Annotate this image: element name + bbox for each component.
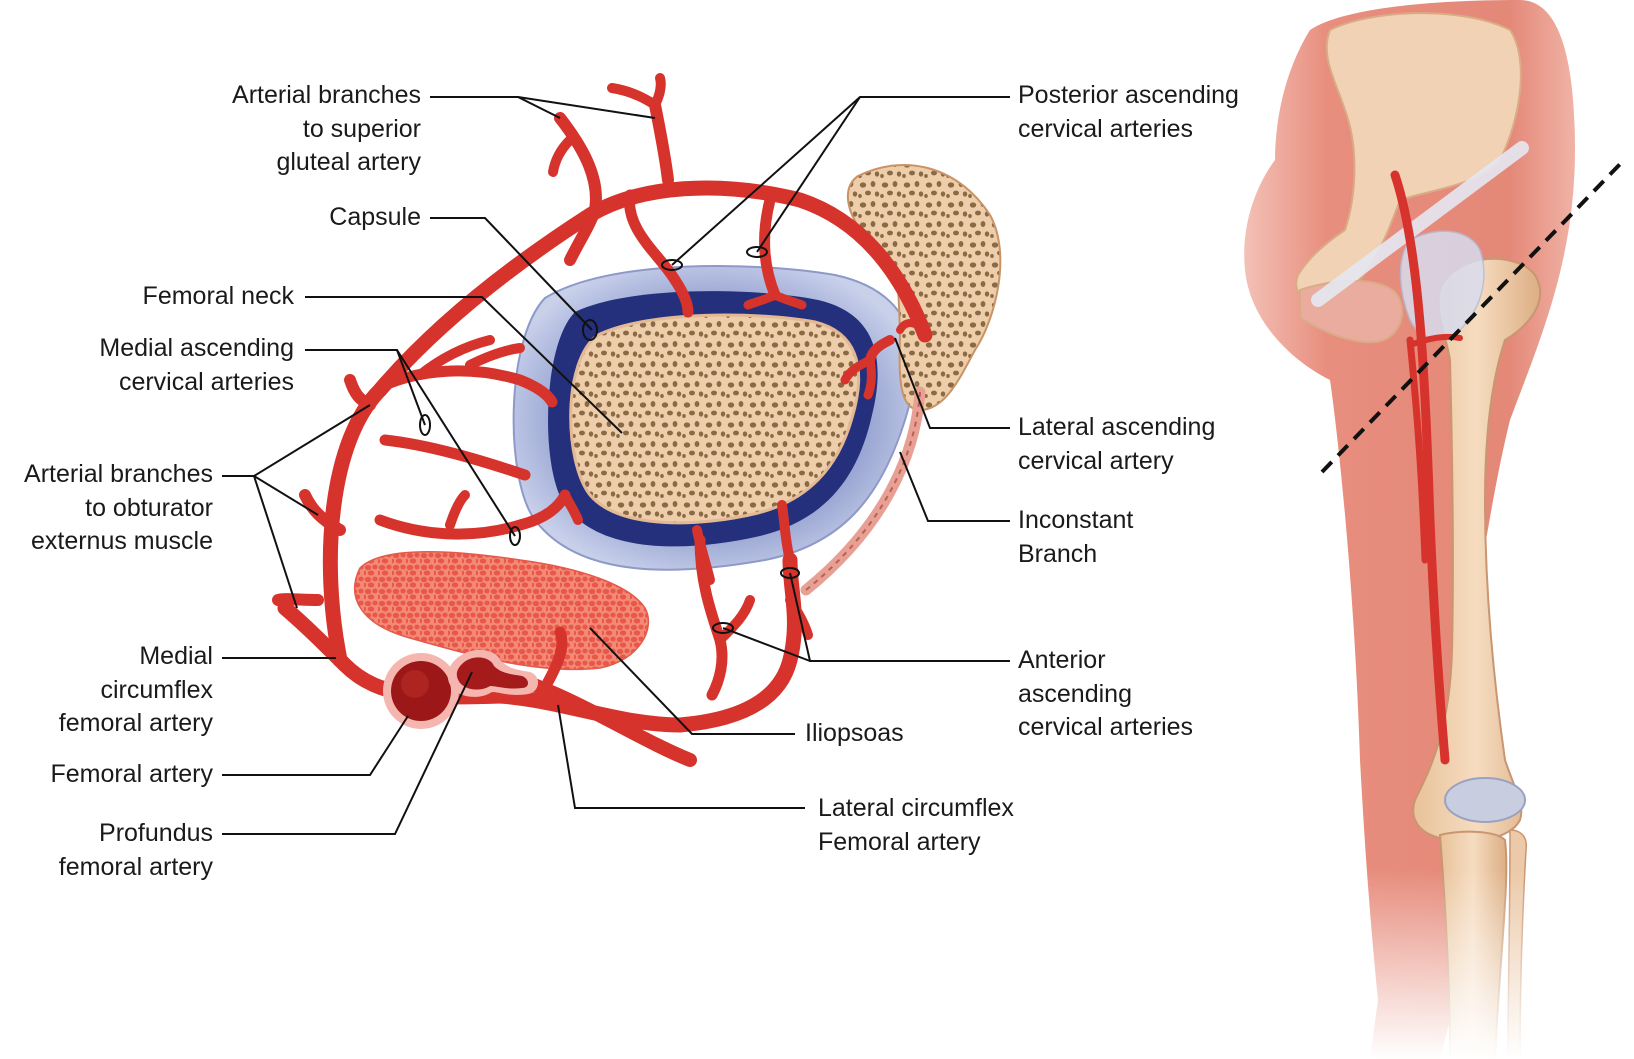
label-anterior-ascending: Anterior ascending cervical arteries <box>1018 646 1194 741</box>
cross-section <box>272 73 1002 767</box>
section-plane-line <box>1320 158 1626 474</box>
femoral-neck-bone <box>569 313 861 525</box>
label-profundus: Profundus femoral artery <box>58 819 213 881</box>
iliopsoas-muscle <box>354 551 650 671</box>
leg-illustration <box>1230 0 1634 1059</box>
label-superior-gluteal: Arterial branches to superior gluteal ar… <box>232 81 421 176</box>
label-femoral-neck: Femoral neck <box>142 282 294 310</box>
label-lateral-circumflex: Lateral circumflex Femoral artery <box>818 794 1014 856</box>
label-obturator-externus: Arterial branches to obturator externus … <box>24 460 213 555</box>
label-femoral-artery: Femoral artery <box>50 760 213 788</box>
vessel-ties <box>419 246 800 634</box>
label-inconstant-branch: Inconstant Branch <box>1018 506 1134 568</box>
label-iliopsoas: Iliopsoas <box>805 719 904 747</box>
label-posterior-ascending: Posterior ascending cervical arteries <box>1018 81 1239 143</box>
label-capsule: Capsule <box>329 203 421 231</box>
leader-lines <box>222 96 1010 835</box>
label-lateral-ascending: Lateral ascending cervical artery <box>1018 413 1216 475</box>
label-medial-ascending: Medial ascending cervical arteries <box>99 334 294 396</box>
label-medial-circumflex: Medial circumflex femoral artery <box>58 642 213 737</box>
